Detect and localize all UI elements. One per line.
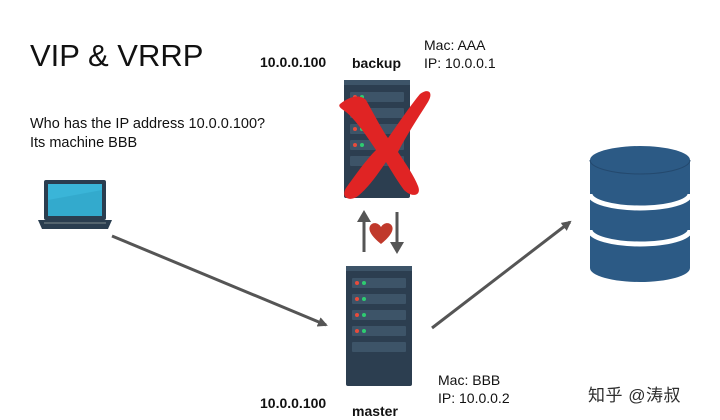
backup-ip: IP: 10.0.0.1: [424, 55, 496, 71]
backup-vip-label: 10.0.0.100: [260, 54, 327, 70]
laptop-icon: [38, 180, 112, 229]
master-vip-label: 10.0.0.100: [260, 395, 327, 411]
question-line-2: Its machine BBB: [30, 135, 138, 151]
master-label: master: [352, 403, 398, 419]
question-line-1: Who has the IP address 10.0.0.100?: [30, 116, 266, 132]
master-mac: Mac: BBB: [438, 372, 501, 388]
heart-icon: [369, 223, 393, 244]
watermark: 知乎 @涛叔: [588, 386, 681, 405]
failure-cross-icon: [339, 91, 431, 199]
heartbeat-down-arrow: [390, 212, 404, 254]
backup-label: backup: [352, 55, 402, 71]
master-ip: IP: 10.0.0.2: [438, 390, 510, 406]
heartbeat-up-arrow: [357, 210, 371, 252]
master-server-icon: [346, 266, 412, 386]
arrow-laptop-to-master: [111, 234, 328, 327]
backup-info: Mac: AAA IP: 10.0.0.1: [424, 36, 496, 72]
backup-mac: Mac: AAA: [424, 37, 486, 53]
diagram-title: VIP & VRRP: [30, 38, 204, 73]
master-info: Mac: BBB IP: 10.0.0.2: [438, 371, 510, 407]
question-text: Who has the IP address 10.0.0.100? Its m…: [30, 115, 265, 153]
database-icon: [587, 146, 693, 282]
arrow-master-to-database: [431, 220, 572, 330]
